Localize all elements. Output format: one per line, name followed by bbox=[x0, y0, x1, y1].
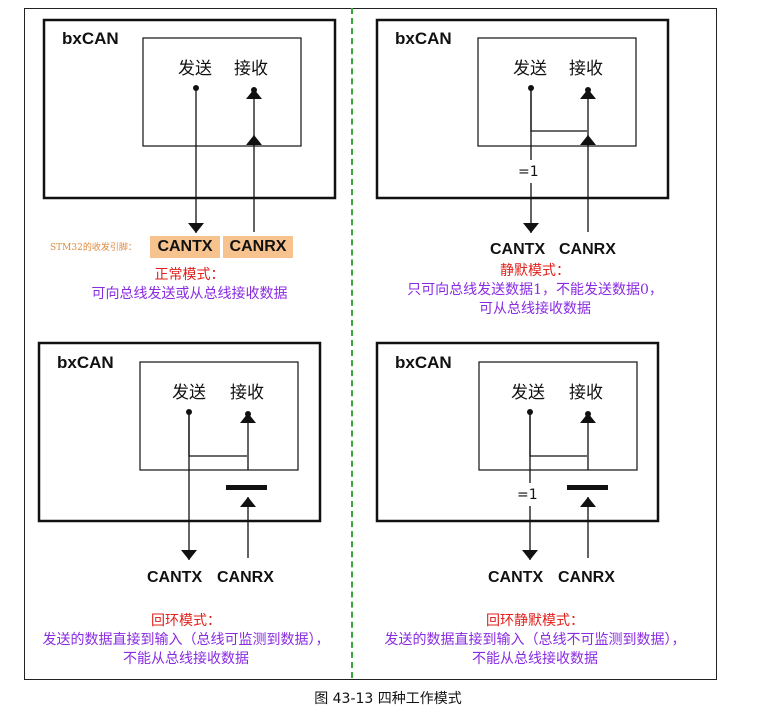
pin-canrx: CANRX bbox=[217, 569, 274, 586]
bxcan-title: bxCAN bbox=[57, 353, 114, 372]
receive-label: 接收 bbox=[230, 383, 264, 403]
rx-block-bar bbox=[567, 485, 608, 490]
pin-cantx: CANTX bbox=[147, 569, 202, 586]
pin-cantx-highlight: CANTX bbox=[150, 236, 220, 258]
pin-cantx: CANTX bbox=[157, 238, 213, 255]
panel-divider bbox=[351, 8, 353, 678]
mode-desc-line: 只可向总线发送数据1，不能发送数据0， bbox=[407, 282, 663, 298]
internal-loop-wire bbox=[188, 412, 247, 457]
pin-canrx-highlight: CANRX bbox=[223, 236, 293, 258]
mode-desc-line: 可从总线接收数据 bbox=[479, 301, 591, 317]
mode-desc-line: 发送的数据直接到输入（总线可监测到数据）， bbox=[42, 632, 330, 648]
send-label: 发送 bbox=[511, 383, 545, 403]
logic-one-label: =1 bbox=[517, 487, 538, 503]
figure-caption: 图 43-13 四种工作模式 bbox=[314, 691, 462, 707]
rx-block-bar bbox=[226, 485, 267, 490]
bxcan-outer-box bbox=[42, 18, 337, 200]
panel-normal-mode: bxCAN 发送 接收 bbox=[42, 18, 337, 233]
mode-desc-line: 不能从总线接收数据 bbox=[123, 651, 249, 667]
normal-mode-description: 正常模式： 可向总线发送或从总线接收数据 bbox=[44, 266, 335, 304]
bxcan-inner-box bbox=[142, 37, 302, 147]
panel-loopback-silent-mode: bxCAN 发送 接收 =1 CANTX CANRX bbox=[375, 341, 660, 586]
receive-label: 接收 bbox=[569, 383, 603, 403]
receive-label: 接收 bbox=[569, 59, 603, 79]
receive-label: 接收 bbox=[234, 59, 268, 79]
bxcan-outer-box bbox=[375, 341, 660, 523]
loopback-silent-mode-description: 回环静默模式： 发送的数据直接到输入（总线不可监测到数据）， 不能从总线接收数据 bbox=[356, 612, 714, 669]
stm32-pins-label: STM32的收发引脚： bbox=[50, 243, 137, 253]
bxcan-outer-box bbox=[37, 341, 322, 523]
bxcan-outer-box bbox=[375, 18, 670, 200]
loopback-mode-description: 回环模式： 发送的数据直接到输入（总线可监测到数据）， 不能从总线接收数据 bbox=[26, 612, 346, 669]
internal-loop-wire bbox=[529, 412, 587, 457]
panel-loopback-mode: bxCAN 发送 接收 CANTX CANRX bbox=[37, 341, 322, 586]
mode-desc-line: 可向总线发送或从总线接收数据 bbox=[91, 286, 288, 302]
bxcan-inner-box bbox=[139, 361, 299, 471]
bxcan-title: bxCAN bbox=[395, 29, 452, 48]
mode-name: 回环模式： bbox=[151, 613, 221, 629]
pin-canrx: CANRX bbox=[229, 238, 287, 255]
send-label: 发送 bbox=[172, 383, 206, 403]
silent-mode-description: 静默模式： 只可向总线发送数据1，不能发送数据0， 可从总线接收数据 bbox=[358, 262, 712, 319]
internal-loop-wire bbox=[530, 88, 587, 132]
pin-cantx: CANTX bbox=[488, 569, 543, 586]
pin-canrx: CANRX bbox=[559, 241, 616, 258]
bxcan-title: bxCAN bbox=[395, 353, 452, 372]
pin-cantx: CANTX bbox=[490, 241, 545, 258]
mode-desc-line: 不能从总线接收数据 bbox=[472, 651, 598, 667]
bxcan-inner-box bbox=[478, 361, 638, 471]
mode-name: 静默模式： bbox=[500, 263, 570, 279]
pin-canrx: CANRX bbox=[558, 569, 615, 586]
mode-name: 正常模式： bbox=[154, 267, 225, 283]
bxcan-title: bxCAN bbox=[62, 29, 119, 48]
mode-desc-line: 发送的数据直接到输入（总线不可监测到数据）， bbox=[384, 632, 686, 648]
bxcan-inner-box bbox=[477, 37, 637, 147]
send-label: 发送 bbox=[178, 59, 212, 79]
panel-silent-mode: bxCAN 发送 接收 =1 CANTX CANRX bbox=[375, 18, 670, 258]
mode-name: 回环静默模式： bbox=[486, 613, 584, 629]
figure-frame bbox=[24, 8, 717, 680]
send-label: 发送 bbox=[513, 59, 547, 79]
logic-one-label: =1 bbox=[518, 164, 539, 180]
